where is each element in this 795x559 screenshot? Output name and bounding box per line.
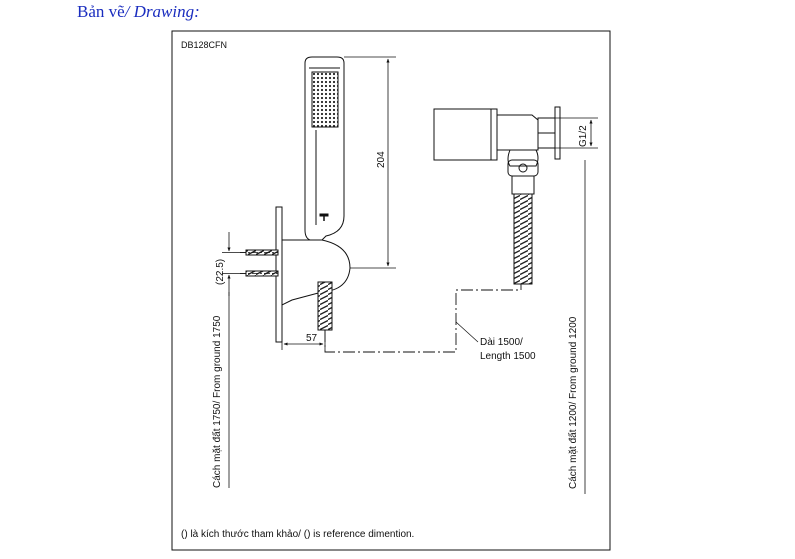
ground-label-right: Cách mặt đất 1200/ From ground 1200 xyxy=(567,316,579,489)
heading-en: / Drawing: xyxy=(124,2,200,21)
footnote: () là kích thước tham khảo/ () is refere… xyxy=(181,529,414,540)
drawing-frame xyxy=(171,30,611,551)
hose-length-label-vi: Dài 1500/ xyxy=(480,337,523,348)
model-code: DB128CFN xyxy=(181,40,227,50)
hose-length-label-en: Length 1500 xyxy=(480,351,536,362)
dimension-height-label: 204 xyxy=(376,151,387,168)
dimension-reference-label: (22.5) xyxy=(215,259,226,285)
dimension-thread xyxy=(555,117,598,149)
hand-shower-assembly xyxy=(240,56,351,343)
wall-outlet-assembly xyxy=(433,106,561,285)
drawing-heading: Bản vẽ/ Drawing: xyxy=(77,2,200,22)
heading-vi: Bản vẽ xyxy=(77,2,125,21)
dimension-height xyxy=(344,56,396,269)
hose-leader xyxy=(455,321,479,343)
hose-path xyxy=(324,284,522,353)
dimension-thread-label: G1/2 xyxy=(578,125,589,147)
ground-label-left: Cách mặt đất 1750/ From ground 1750 xyxy=(211,315,223,488)
dimension-width-label: 57 xyxy=(306,333,318,344)
